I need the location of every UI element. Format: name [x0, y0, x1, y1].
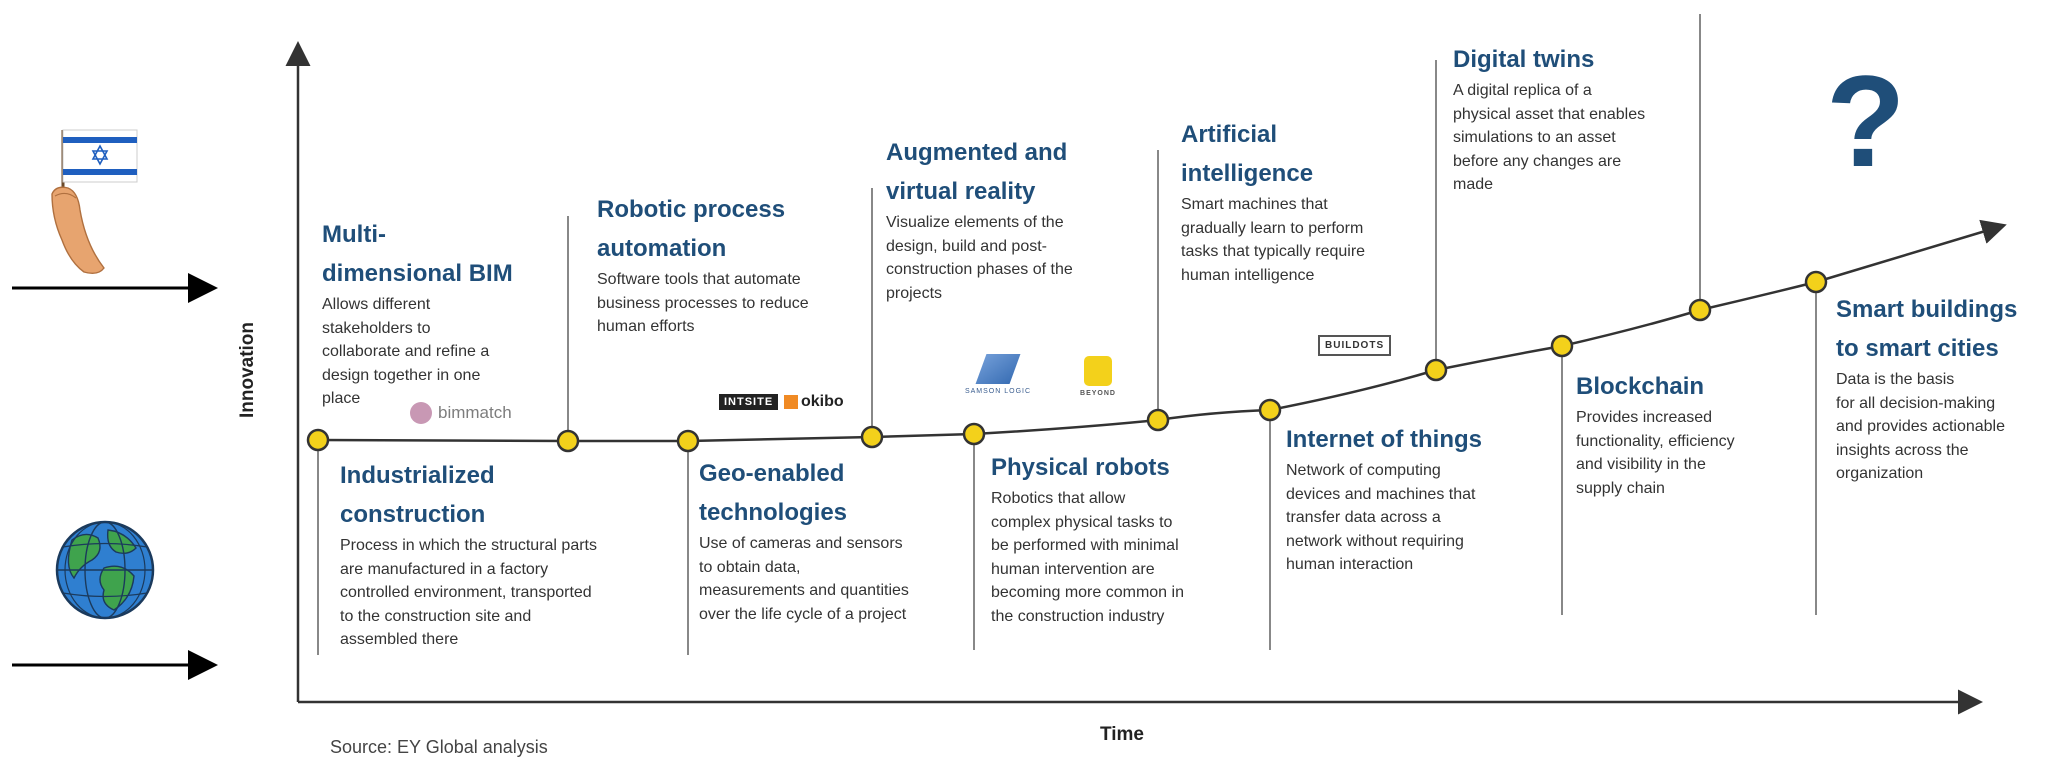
milestone-title: Multi- dimensional BIM: [322, 221, 513, 287]
milestone-geo-enabled-technologies: Geo-enabled technologies Use of cameras …: [699, 454, 909, 626]
buildots-logo: BUILDOTS: [1318, 335, 1392, 356]
milestone-internet-of-things: Internet of things Network of computing …: [1286, 420, 1482, 577]
milestone-desc: Allows different stakeholders to collabo…: [322, 296, 490, 407]
milestone-desc: Data is the basis for all decision-makin…: [1836, 371, 2006, 482]
milestone-smart-buildings-cities: Smart buildings to smart cities Data is …: [1836, 290, 2017, 486]
milestone-title: Smart buildings to smart cities: [1836, 296, 2018, 362]
bimmatch-mark-icon: [410, 402, 432, 424]
milestone-artificial-intelligence: Artificial intelligence Smart machines t…: [1181, 115, 1365, 287]
milestone-desc: A digital replica of a physical asset th…: [1453, 82, 1646, 193]
x-axis-label: Time: [1099, 724, 1145, 745]
milestone-robotic-process-automation: Robotic process automation Software tool…: [597, 190, 809, 339]
milestone-industrialized-construction: Industrialized construction Process in w…: [340, 456, 597, 652]
okibo-logo-text: okibo: [801, 393, 844, 410]
milestone-blockchain: Blockchain Provides increased functional…: [1576, 367, 1735, 500]
okibo-logo: okibo: [784, 393, 844, 411]
milestone-desc: Smart machines that gradually learn to p…: [1181, 196, 1366, 284]
milestone-title: Industrialized construction: [340, 462, 495, 528]
source-note: Source: EY Global analysis: [330, 737, 548, 757]
timeline-node: [1550, 334, 1574, 358]
beyond-logo: BEYOND: [1074, 356, 1122, 397]
intsite-logo: INTSITE: [719, 394, 779, 410]
milestone-physical-robots: Physical robots Robotics that allow comp…: [991, 448, 1184, 628]
milestone-title: Robotic process automation: [597, 196, 786, 262]
timeline-curve: [317, 219, 2007, 443]
timeline-node: [1424, 358, 1448, 382]
milestone-augmented-virtual-reality: Augmented and virtual reality Visualize …: [886, 133, 1073, 305]
milestone-desc: Visualize elements of the design, build …: [886, 214, 1073, 302]
milestone-title: Physical robots: [991, 454, 1170, 481]
beyond-logo-text: BEYOND: [1080, 390, 1116, 397]
milestone-desc: Software tools that automate business pr…: [597, 271, 809, 335]
milestone-desc: Provides increased functionality, effici…: [1576, 409, 1735, 497]
milestone-title: Geo-enabled technologies: [699, 460, 848, 526]
timeline-node: [860, 425, 884, 449]
milestone-title: Blockchain: [1576, 373, 1705, 400]
israel-flag-in-hand-icon: [51, 129, 138, 275]
milestone-title: Augmented and virtual reality: [886, 139, 1068, 205]
samson-mark-icon: [975, 354, 1021, 384]
timeline-node: [676, 429, 700, 453]
question-mark-icon: ?: [1826, 48, 1906, 194]
milestone-desc: Robotics that allow complex physical tas…: [991, 490, 1184, 625]
milestone-desc: Use of cameras and sensors to obtain dat…: [699, 535, 909, 623]
milestone-multidimensional-bim: Multi- dimensional BIM Allows different …: [322, 215, 513, 411]
okibo-mark-icon: [784, 395, 798, 409]
beyond-mark-icon: [1084, 356, 1112, 386]
milestone-title: Digital twins: [1453, 46, 1595, 73]
milestone-desc: Process in which the structural parts ar…: [340, 537, 597, 648]
milestone-title: Internet of things: [1286, 426, 1482, 453]
y-axis-label: Innovation: [237, 321, 258, 419]
milestone-digital-twins: Digital twins A digital replica of a phy…: [1453, 40, 1645, 197]
samson-logo-text: SAMSON LOGIC: [964, 388, 1032, 395]
timeline-node: [1804, 270, 1828, 294]
timeline-node: [306, 428, 330, 452]
bimmatch-logo-text: bimmatch: [438, 403, 512, 422]
timeline-node: [1146, 408, 1170, 432]
timeline-node: [556, 429, 580, 453]
timeline-node: [962, 422, 986, 446]
milestone-desc: Network of computing devices and machine…: [1286, 462, 1476, 573]
samson-logic-logo: SAMSON LOGIC: [958, 354, 1038, 395]
milestone-title: Artificial intelligence: [1181, 121, 1314, 187]
timeline-node: [1688, 298, 1712, 322]
bimmatch-logo: bimmatch: [410, 402, 512, 424]
timeline-node: [1258, 398, 1282, 422]
earth-globe-icon: [55, 520, 155, 620]
